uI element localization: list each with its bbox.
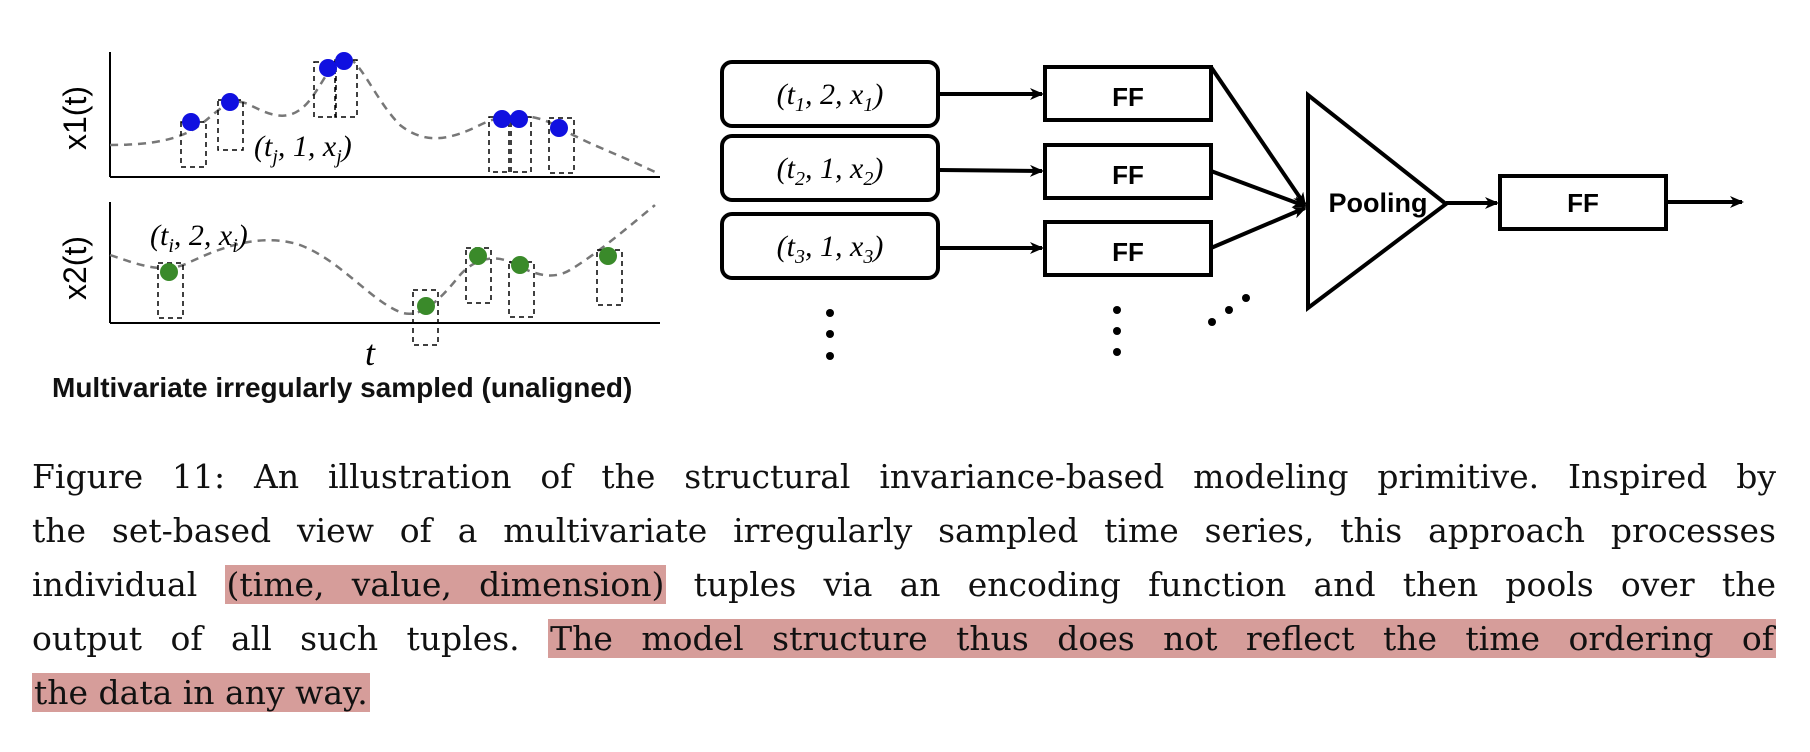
samples-x1 xyxy=(182,52,568,137)
ff-box-1 xyxy=(1043,65,1213,122)
caption-line-3: individual (time, value, dimension) tupl… xyxy=(32,558,1776,612)
highlight-model-structure-end: the data in any way. xyxy=(32,673,370,712)
ff-label-1: FF xyxy=(1112,82,1144,112)
annotation-tj: (tj, 1, xj) xyxy=(254,130,352,168)
caption-line-5: the data in any way. xyxy=(32,666,1776,720)
figure-caption: Figure 11: An illustration of the struct… xyxy=(32,450,1776,720)
plot-x2: x2(t) t (ti, 2, xi) xyxy=(57,202,660,373)
samples-x2 xyxy=(160,247,617,315)
y-label-x1: x1(t) xyxy=(57,86,93,150)
figure-illustration: x1(t) (tj, 1, xj) x2(t) t (ti, 2, xi) xyxy=(57,52,1744,373)
sample-boxes-x2 xyxy=(157,247,623,346)
left-panel-subtitle: Multivariate irregularly sampled (unalig… xyxy=(52,372,633,403)
caption-text: individual xyxy=(32,565,198,604)
ff-label-3: FF xyxy=(1112,237,1144,267)
ellipsis-inputs xyxy=(826,309,834,360)
annotation-ti: (ti, 2, xi) xyxy=(150,219,248,257)
curve-x2 xyxy=(109,204,656,315)
caption-line-1: Figure 11: An illustration of the struct… xyxy=(32,457,1776,496)
caption-line-2: the set-based view of a multivariate irr… xyxy=(32,511,1776,550)
arrows-to-pooling xyxy=(1209,65,1307,250)
ff-box-3 xyxy=(1043,220,1213,277)
output-ff-box xyxy=(1498,174,1668,231)
ellipsis-diagonal xyxy=(1208,294,1250,326)
caption-text: tuples via an encoding function and then… xyxy=(693,565,1776,604)
highlight-tuple: (time, value, dimension) xyxy=(224,565,667,604)
arrows-to-ff xyxy=(939,88,1044,254)
input-box-2 xyxy=(720,134,940,202)
pooling-triangle xyxy=(1306,90,1450,313)
ff-box-2 xyxy=(1043,143,1213,200)
highlight-model-structure: The model structure thus does not reflec… xyxy=(548,619,1776,658)
input-box-1 xyxy=(720,60,940,128)
y-label-x2: x2(t) xyxy=(57,236,93,300)
ellipsis-ff xyxy=(1113,306,1121,356)
plot-x1: x1(t) (tj, 1, xj) xyxy=(57,52,660,178)
caption-line-4: output of all such tuples. The model str… xyxy=(32,612,1776,666)
input-box-3 xyxy=(720,212,940,280)
ff-label-2: FF xyxy=(1112,160,1144,190)
pipeline: (t1, 2, x1) (t2, 1, x2) (t3, 1, x3) FF F… xyxy=(720,60,1744,360)
pooling-label: Pooling xyxy=(1329,188,1428,218)
x-label-t: t xyxy=(365,333,376,373)
caption-text: output of all such tuples. xyxy=(32,619,520,658)
output-ff-label: FF xyxy=(1567,188,1599,218)
